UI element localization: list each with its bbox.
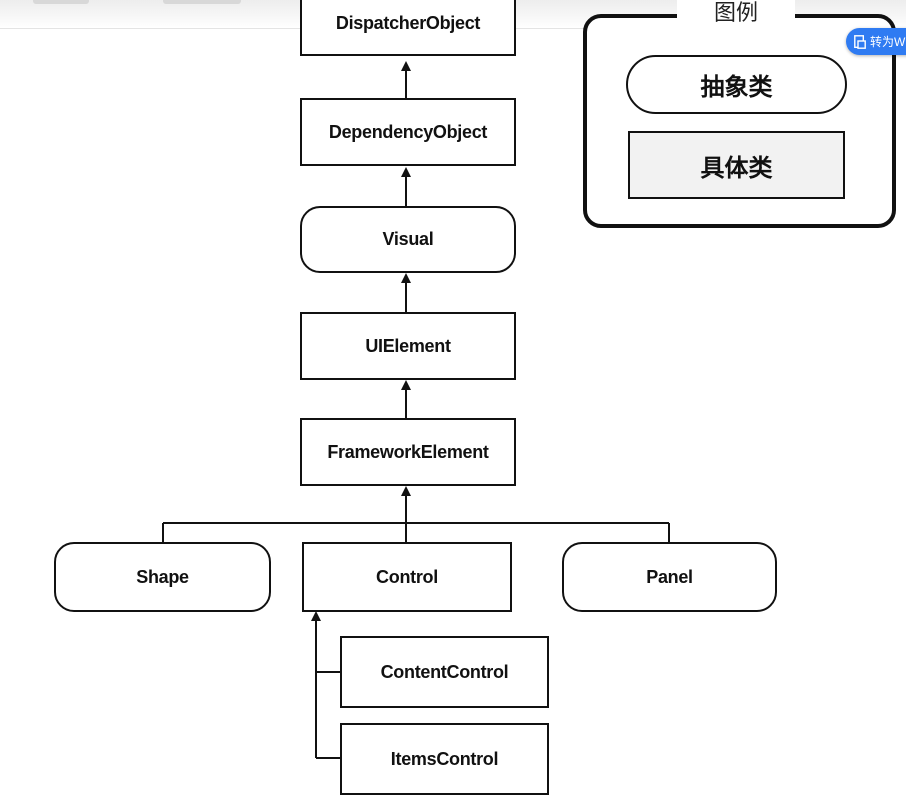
node-label: ContentControl	[380, 661, 509, 682]
node-ui-element: UIElement	[300, 312, 516, 380]
node-content-control: ContentControl	[340, 636, 549, 708]
document-convert-icon	[854, 34, 866, 49]
node-items-control: ItemsControl	[340, 723, 549, 795]
node-label: Control	[376, 566, 438, 587]
node-label: DispatcherObject	[335, 12, 481, 33]
legend-concrete-sample: 具体类	[628, 131, 845, 199]
legend-abstract-sample: 抽象类	[626, 55, 847, 114]
convert-button[interactable]: 转为W	[846, 28, 906, 55]
node-label: UIElement	[365, 335, 451, 356]
node-panel: Panel	[562, 542, 777, 612]
node-label: FrameworkElement	[327, 441, 489, 462]
node-shape: Shape	[54, 542, 271, 612]
node-framework-element: FrameworkElement	[300, 418, 516, 486]
node-control: Control	[302, 542, 512, 612]
convert-button-label: 转为W	[870, 35, 906, 49]
node-dependency-object: DependencyObject	[300, 98, 516, 166]
node-label: Shape	[136, 566, 189, 587]
node-label: Visual	[382, 229, 434, 249]
legend-abstract-label: 抽象类	[700, 74, 773, 101]
legend-concrete-label: 具体类	[700, 154, 773, 182]
node-dispatcher-object: DispatcherObject	[300, 0, 516, 56]
legend-title: 图例	[677, 0, 795, 30]
node-visual: Visual	[300, 206, 516, 273]
node-label: ItemsControl	[390, 748, 499, 769]
toolbar-tab-stub[interactable]	[33, 0, 89, 4]
toolbar-tab-stub[interactable]	[163, 0, 241, 4]
node-label: DependencyObject	[328, 121, 488, 142]
node-label: Panel	[646, 566, 693, 587]
